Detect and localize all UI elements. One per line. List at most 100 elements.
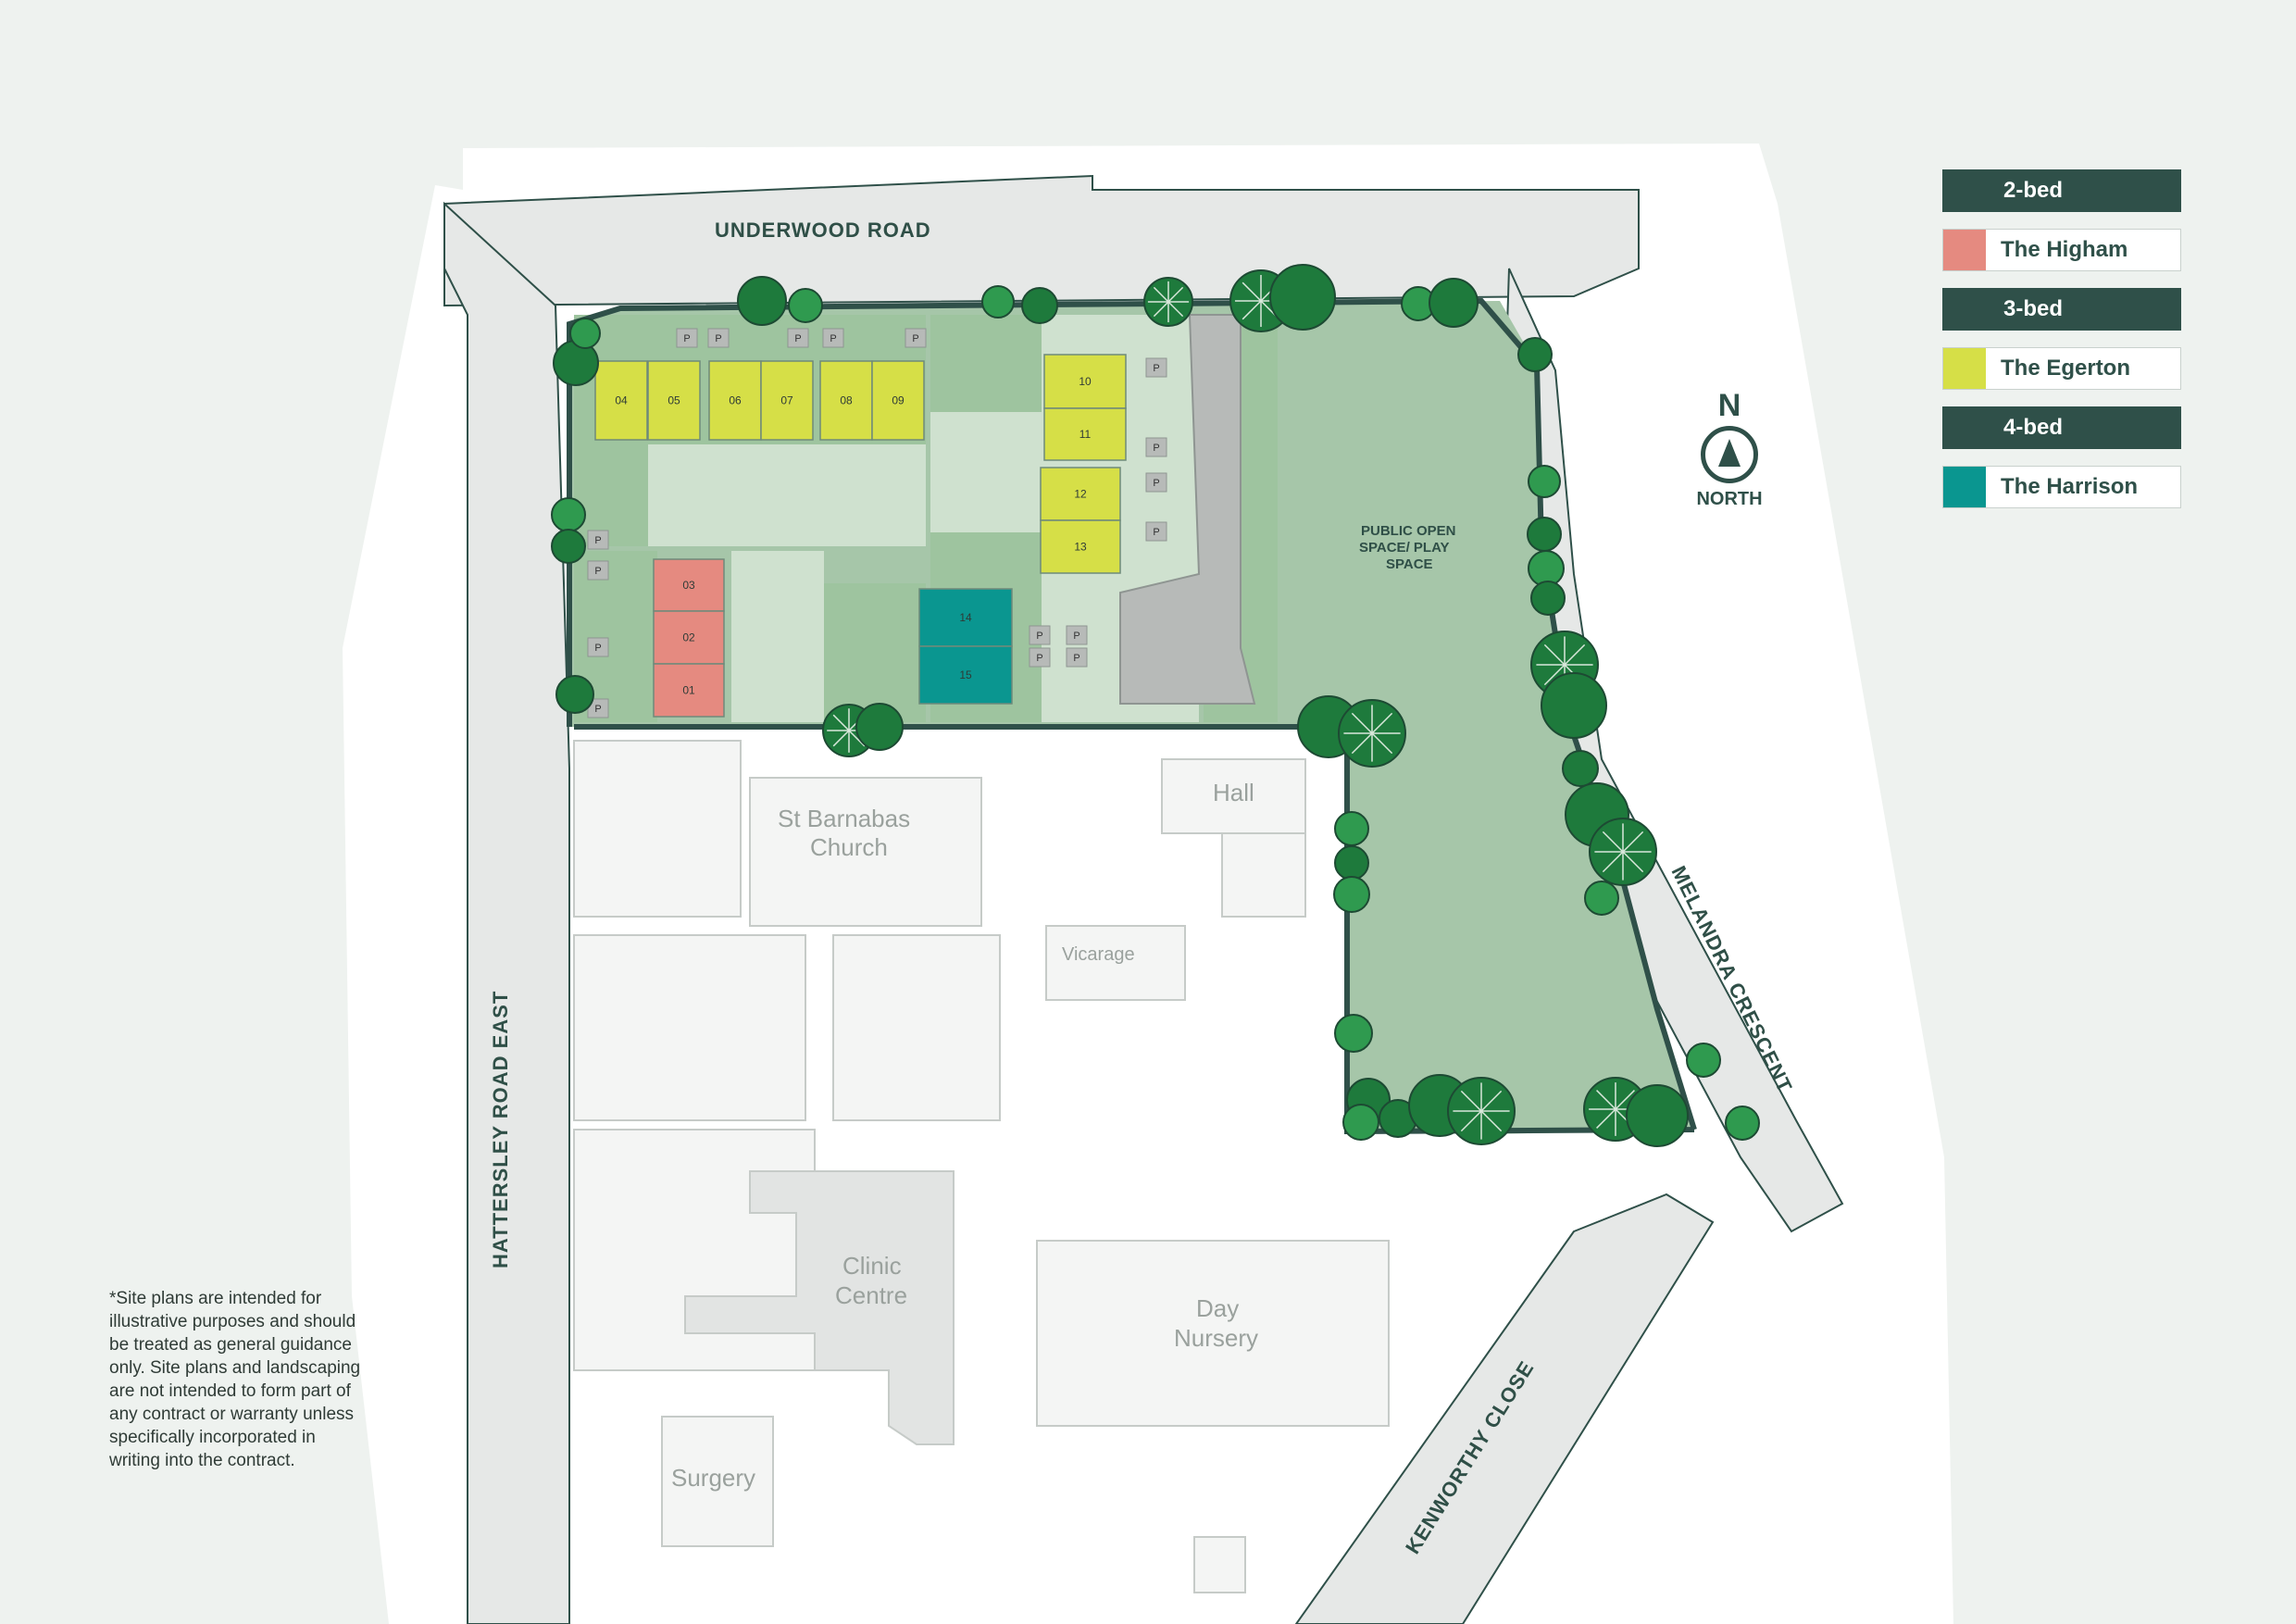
- plot-05: [647, 360, 701, 441]
- parking-bay-label: P: [1036, 631, 1042, 642]
- tree-icon: [551, 529, 586, 564]
- parking-bay: [787, 328, 809, 348]
- parking-bay: [1145, 472, 1167, 493]
- tree-branch: [1622, 831, 1644, 853]
- parking-bay: [1145, 437, 1167, 457]
- legend-label-harrison: The Harrison: [2001, 474, 2139, 499]
- legend: 2-bed The Higham 3-bed The Egerton 4-bed…: [1942, 169, 2181, 525]
- tree-icon: [1021, 287, 1058, 324]
- tree-icon: [551, 497, 586, 532]
- tree-branch: [1153, 286, 1169, 303]
- tree-branch: [832, 730, 850, 747]
- plot-01: [653, 663, 725, 718]
- plot-label-03: 03: [682, 579, 695, 592]
- tree-branch: [1564, 643, 1586, 666]
- tree-icon: [555, 675, 594, 714]
- tree-icon: [569, 318, 601, 349]
- parking-bay: [1145, 521, 1167, 542]
- plot-label-10: 10: [1079, 375, 1092, 388]
- parking-bay: [587, 560, 609, 581]
- north-letter: N: [1717, 388, 1741, 423]
- plot-label-02: 02: [682, 631, 695, 644]
- tree-icon: [1334, 1014, 1373, 1053]
- legend-heading-4bed: 4-bed: [1942, 406, 2181, 449]
- legend-item-egerton: The Egerton: [1942, 347, 2181, 390]
- parking-bay-label: P: [683, 333, 690, 344]
- disclaimer-text: *Site plans are intended for illustrativ…: [109, 1289, 361, 1470]
- parking-bay: [587, 530, 609, 550]
- plot-label-06: 06: [729, 394, 742, 407]
- tree-branch: [1602, 831, 1624, 853]
- tree-branch: [1543, 664, 1566, 686]
- parking-bay-label: P: [830, 333, 836, 344]
- tree-icon: [737, 276, 787, 326]
- legend-heading-2bed: 2-bed: [1942, 169, 2181, 212]
- tree-icon: [1562, 750, 1599, 787]
- tree-icon: [788, 288, 823, 323]
- tree-branch: [1167, 301, 1184, 318]
- parking-bay-label: P: [912, 333, 918, 344]
- plot-07: [760, 360, 814, 441]
- tree-branch: [1167, 286, 1184, 303]
- legend-label-higham: The Higham: [2001, 237, 2128, 262]
- parking-bay-label: P: [1153, 527, 1159, 538]
- north-arrow-icon: [1701, 426, 1758, 483]
- nursery-label-1: Day: [1196, 1294, 1239, 1322]
- parking-bay-label: P: [715, 333, 721, 344]
- parking-bay-label: P: [594, 535, 601, 546]
- parking-bay: [822, 328, 844, 348]
- parking-bay-label: P: [1036, 653, 1042, 664]
- tree-icon: [1333, 876, 1370, 913]
- hattersley-road-label: HATTERSLEY ROAD EAST: [489, 991, 512, 1268]
- hattersley-road-area: [443, 201, 570, 1624]
- plot-15: [918, 645, 1013, 705]
- clinic-outline: [684, 1170, 955, 1445]
- church-label-1: St Barnabas: [778, 805, 910, 832]
- tree-icon: [1527, 517, 1562, 552]
- nursery-label-2: Nursery: [1174, 1324, 1258, 1352]
- tree-branch: [1460, 1110, 1482, 1132]
- plot-14: [918, 588, 1013, 647]
- tree-icon: [1342, 1104, 1379, 1141]
- plot-label-15: 15: [959, 668, 972, 681]
- legend-swatch-egerton: [1943, 348, 1986, 389]
- tree-branch: [1371, 732, 1393, 755]
- parking-bay: [1066, 625, 1088, 645]
- parking-bay-label: P: [594, 643, 601, 654]
- tree-branch: [1602, 851, 1624, 873]
- parking-bay-label: P: [594, 566, 601, 577]
- vicarage-label: Vicarage: [1062, 944, 1135, 965]
- parking-bay: [1029, 625, 1051, 645]
- tree-branch: [1615, 1090, 1635, 1110]
- plot-label-12: 12: [1074, 488, 1087, 501]
- plot-09: [871, 360, 925, 441]
- plot-label-05: 05: [668, 394, 680, 407]
- tree-branch: [848, 730, 866, 747]
- parking-bay-label: P: [1153, 363, 1159, 374]
- tree-icon: [1517, 337, 1553, 372]
- clinic-label-2: Centre: [835, 1281, 907, 1309]
- legend-heading-3bed: 3-bed: [1942, 288, 2181, 331]
- parking-bay-label: P: [1153, 443, 1159, 454]
- tree-branch: [832, 714, 850, 731]
- parking-bay: [587, 637, 609, 657]
- tree-icon: [1334, 845, 1369, 881]
- parking-bay: [707, 328, 730, 348]
- tree-icon: [981, 285, 1015, 319]
- open-space-label-3: SPACE: [1386, 556, 1433, 572]
- tree-branch: [1543, 643, 1566, 666]
- parking-bay-label: P: [794, 333, 801, 344]
- hall-label: Hall: [1213, 779, 1254, 806]
- tree-branch: [1480, 1110, 1503, 1132]
- tree-icon: [1725, 1106, 1760, 1141]
- legend-label-egerton: The Egerton: [2001, 356, 2131, 381]
- underwood-road-area: [443, 174, 1640, 307]
- access-road: [1119, 314, 1256, 705]
- tree-icon: [1541, 672, 1607, 739]
- legend-swatch-harrison: [1943, 467, 1986, 507]
- plot-06: [708, 360, 762, 441]
- church-label-2: Church: [810, 833, 888, 861]
